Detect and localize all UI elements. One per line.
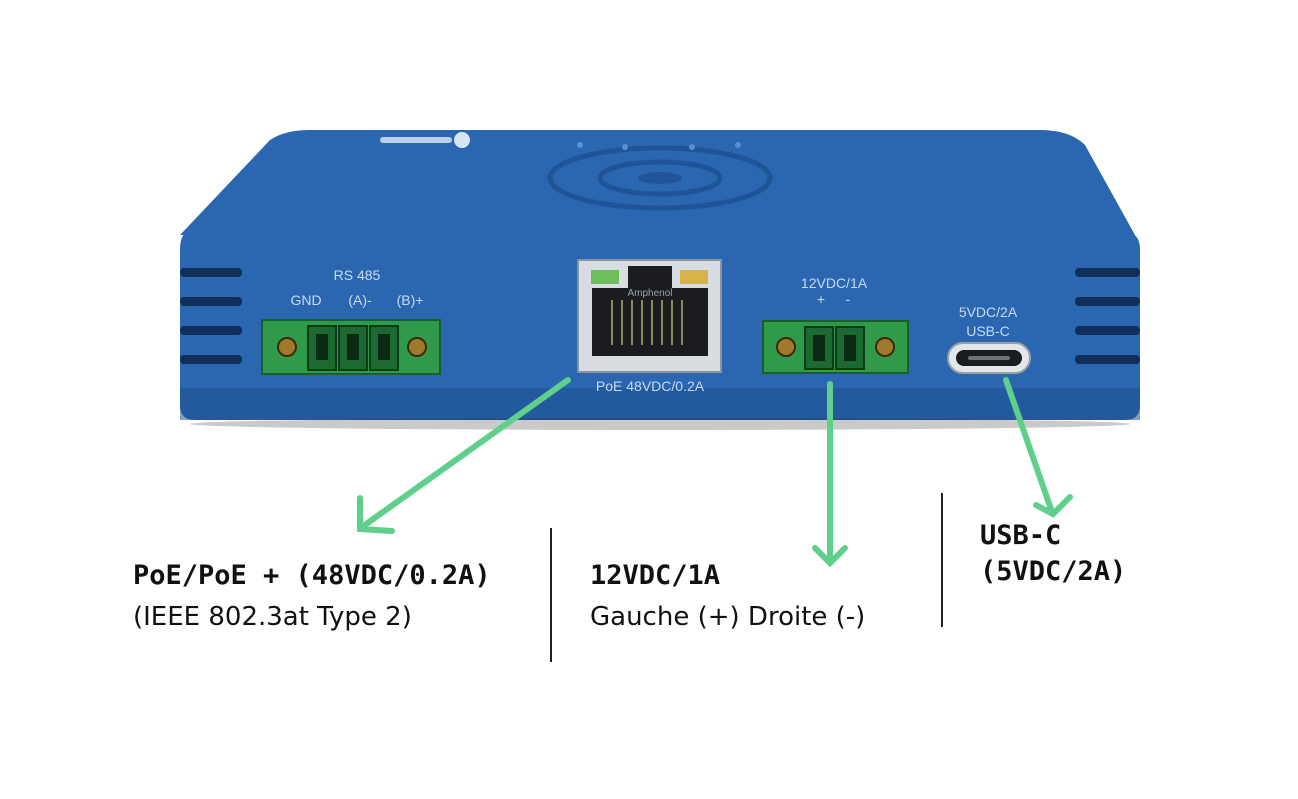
dc-caption: 12VDC/1A Gauche (+) Droite (-) (590, 558, 865, 634)
separator-right (941, 493, 943, 627)
dc-terminal (762, 320, 909, 374)
usb-caption-title: USB-C (5VDC/2A) (980, 520, 1127, 587)
poe-label: PoE 48VDC/0.2A (596, 378, 705, 394)
dc-caption-subtitle: Gauche (+) Droite (-) (590, 602, 866, 632)
dc-minus-label: - (846, 291, 851, 307)
dc-caption-title: 12VDC/1A (590, 560, 721, 591)
rj45-brand-label: Amphenol (627, 288, 672, 299)
vents-right (1075, 268, 1140, 364)
dc-plus-label: + (817, 291, 825, 307)
rs485-pin-b: (B)+ (397, 292, 424, 308)
vents-left (180, 268, 242, 364)
rs485-pin-gnd: GND (290, 292, 321, 308)
usb-label-line1: 5VDC/2A (959, 304, 1018, 320)
dc-arrow (812, 381, 848, 568)
usb-label-line2: USB-C (966, 323, 1010, 339)
poe-caption-title: PoE/PoE + (48VDC/0.2A) (133, 560, 491, 591)
usb-caption: USB-C (5VDC/2A) (980, 518, 1126, 590)
usb-arrow (1003, 377, 1073, 518)
brand-logo (380, 132, 470, 148)
poe-caption-subtitle: (IEEE 802.3at Type 2) (133, 602, 412, 632)
poe-caption: PoE/PoE + (48VDC/0.2A) (IEEE 802.3at Typ… (133, 558, 491, 634)
rs485-label: RS 485 (334, 267, 381, 283)
rs485-terminal (261, 319, 441, 375)
top-logo-emboss (547, 142, 773, 211)
device-shadow (190, 418, 1130, 430)
poe-arrow (357, 377, 571, 534)
dc-label: 12VDC/1A (801, 275, 868, 291)
rs485-pin-a: (A)- (348, 292, 372, 308)
usb-c-port (947, 342, 1031, 374)
rj45-port (577, 259, 722, 373)
separator-left (550, 528, 552, 662)
